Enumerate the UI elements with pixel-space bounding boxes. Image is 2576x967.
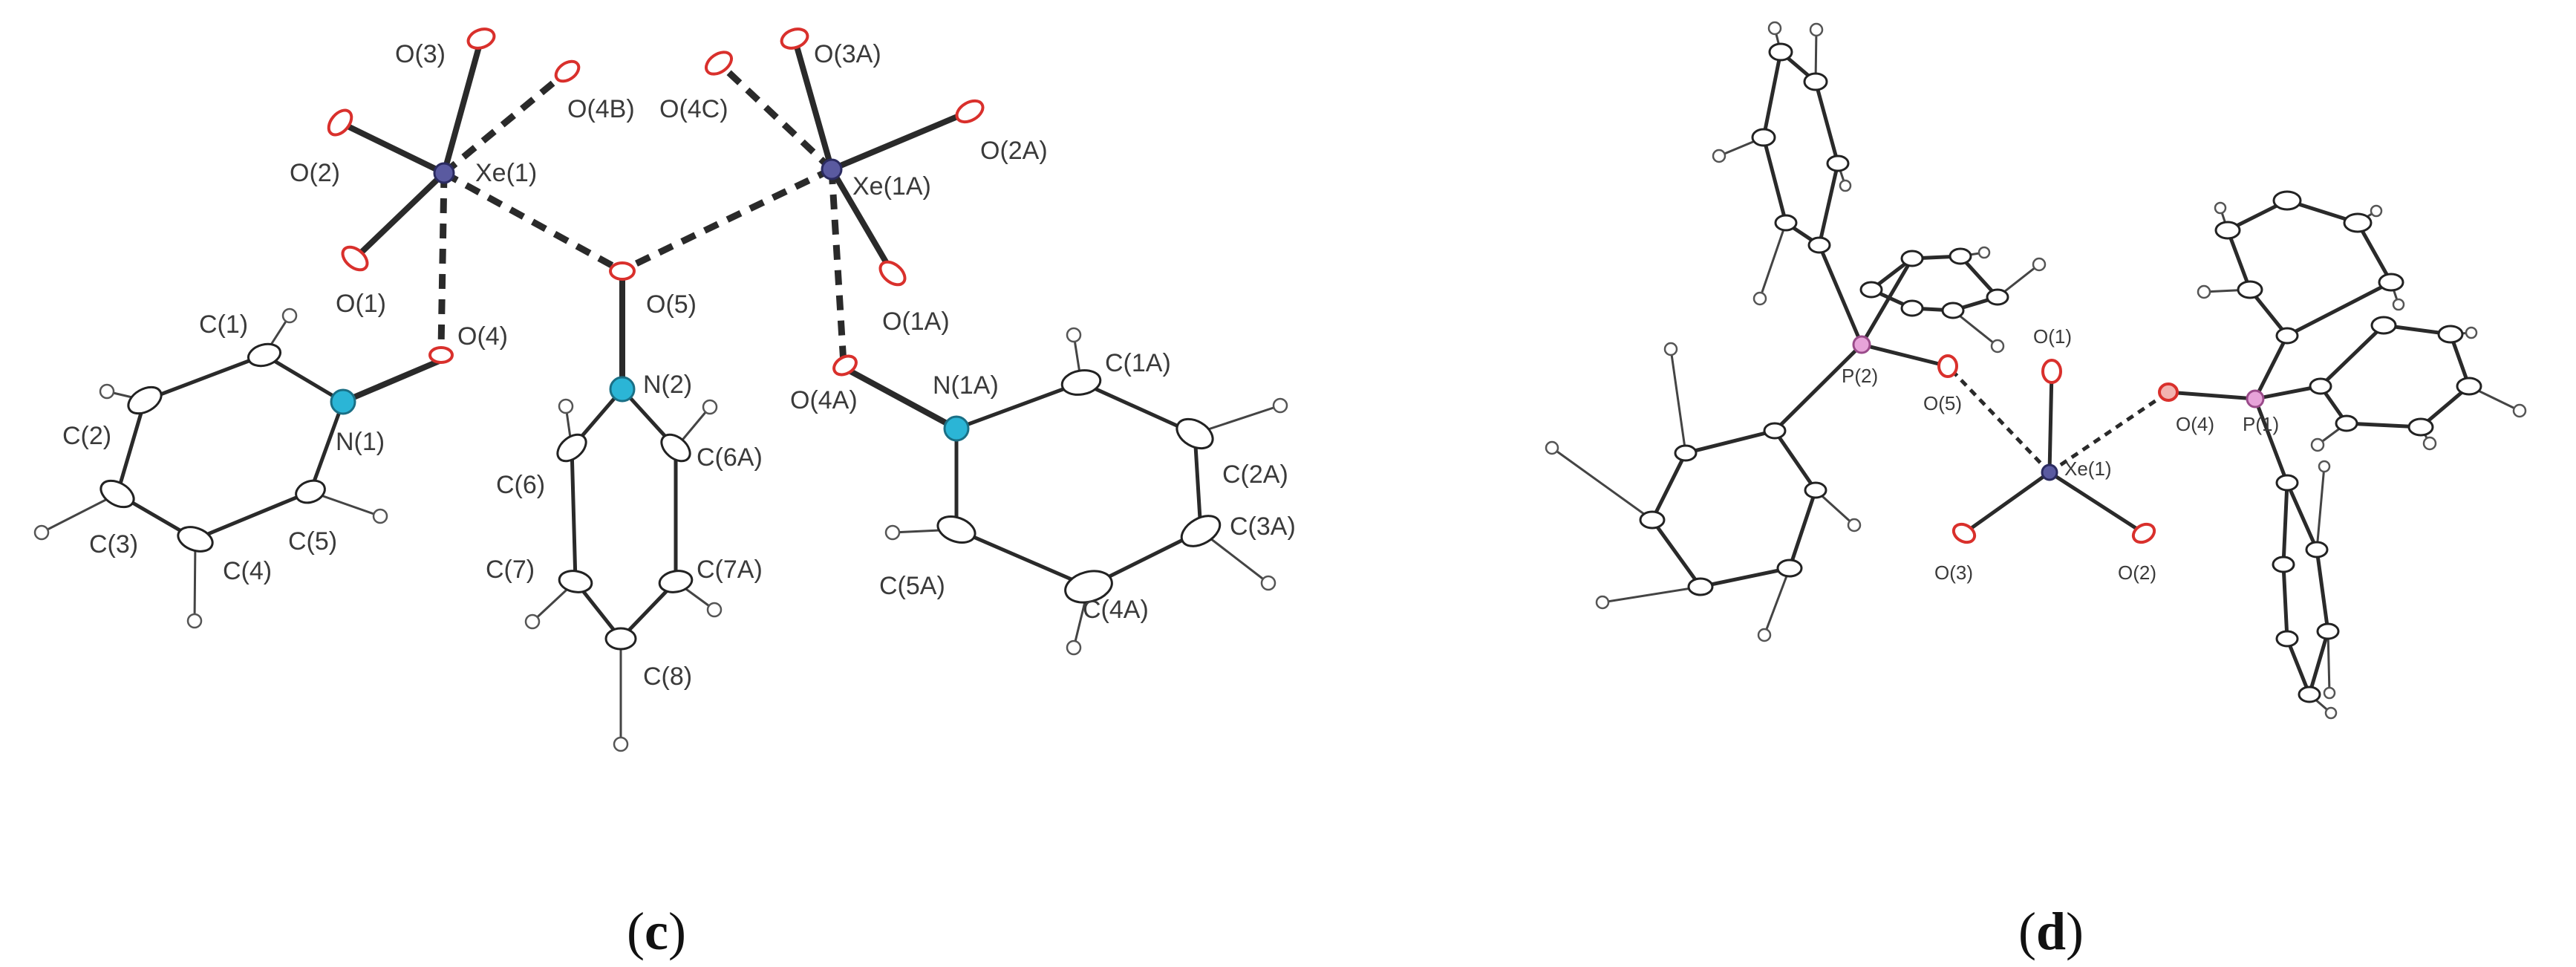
label-d-o4: O(4) [2176, 413, 2214, 435]
label-c2: C(2) [62, 422, 111, 450]
label-o4: O(4) [457, 322, 508, 351]
label-o3a: O(3A) [814, 40, 881, 68]
panel-d-labels: O(1) P(2) O(5) O(4) P(1) Xe(1) O(3) O(2) [1842, 325, 2279, 584]
label-c2a: C(2A) [1222, 460, 1288, 489]
label-c3: C(3) [89, 530, 138, 559]
label-d-o2: O(2) [2118, 561, 2156, 584]
label-c7: C(7) [486, 556, 535, 584]
label-c3a: C(3A) [1230, 512, 1296, 541]
label-c5a: C(5A) [879, 572, 945, 600]
label-d-xe1: Xe(1) [2064, 458, 2112, 480]
label-o4a: O(4A) [790, 386, 858, 414]
label-o3: O(3) [395, 40, 446, 68]
label-c6a: C(6A) [697, 443, 763, 472]
label-o1: O(1) [336, 290, 386, 318]
label-xe1: Xe(1) [475, 159, 537, 187]
label-c1a: C(1A) [1105, 349, 1171, 377]
label-c6: C(6) [496, 471, 545, 499]
label-d-o5: O(5) [1923, 392, 1962, 414]
label-c7a: C(7A) [697, 556, 763, 584]
label-n2: N(2) [643, 371, 692, 399]
panel-d-carbons [1639, 42, 2482, 703]
label-d-p2: P(2) [1842, 365, 1878, 387]
panel-d-hydrogens [1545, 21, 2527, 720]
label-c4: C(4) [223, 557, 272, 585]
label-o1a: O(1A) [882, 307, 950, 336]
panel-c-caption: (c) [627, 902, 686, 961]
label-n1: N(1) [336, 428, 385, 456]
label-c4a: C(4A) [1083, 596, 1149, 624]
label-d-p1: P(1) [2243, 413, 2279, 435]
label-c8: C(8) [643, 662, 692, 691]
label-o5: O(5) [646, 290, 697, 319]
panel-d-caption: (d) [2018, 902, 2084, 961]
label-o4b: O(4B) [567, 95, 635, 123]
panel-d-structure [1545, 21, 2527, 720]
label-o2: O(2) [290, 159, 340, 187]
label-c5: C(5) [288, 527, 337, 556]
label-d-o3: O(3) [1934, 561, 1973, 584]
panel-c-labels: O(3) O(4B) O(2) Xe(1) O(1) O(4) O(5) C(1… [62, 40, 1296, 691]
label-o4c: O(4C) [659, 95, 728, 123]
label-o2a: O(2A) [980, 137, 1048, 165]
label-d-o1: O(1) [2033, 325, 2072, 348]
label-xe1a: Xe(1A) [852, 172, 931, 201]
label-n1a: N(1A) [933, 371, 999, 400]
panel-c-structure [33, 27, 1288, 752]
label-c1: C(1) [199, 310, 248, 339]
